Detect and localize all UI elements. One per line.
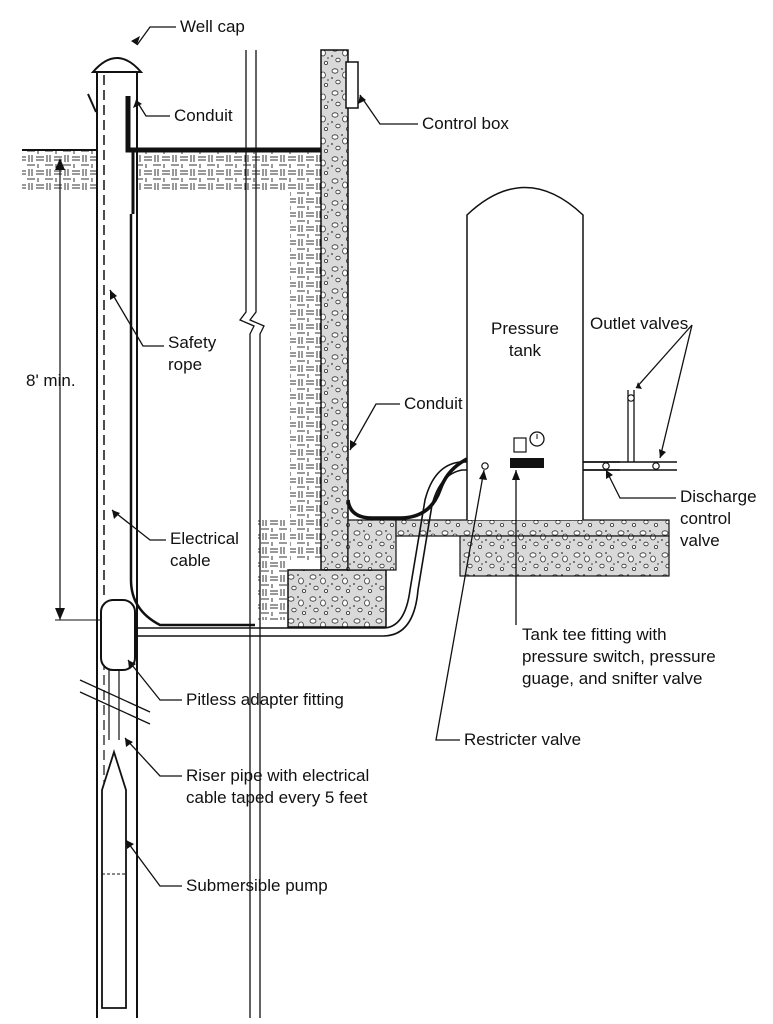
label-pressure-tank-line-1: Pressure	[490, 319, 560, 338]
label-safety-rope: Safety rope	[168, 332, 216, 376]
floor-slab	[395, 519, 670, 537]
depth-arrow-bottom	[55, 608, 65, 620]
label-tank-tee: Tank tee fitting with pressure switch, p…	[522, 624, 716, 690]
tank-tee	[510, 458, 544, 468]
leaders	[109, 26, 693, 887]
label-submersible-pump: Submersible pump	[186, 876, 328, 895]
arrowhead-tank-tee	[512, 470, 520, 480]
depth-arrow-top	[55, 158, 65, 170]
label-pressure-tank-line-2: tank	[508, 341, 542, 360]
ground-soil-right	[137, 150, 321, 192]
outlet-valve-right	[652, 462, 660, 470]
arrowhead-outlet-valve-right	[659, 449, 666, 458]
label-discharge-valve: Discharge control valve	[680, 486, 757, 552]
arrowhead-outlet-valve-top	[636, 382, 642, 389]
leader-outlet-valves-2	[659, 324, 693, 459]
label-well-cap: Well cap	[180, 17, 245, 36]
arrowhead-safety-rope	[110, 290, 117, 300]
label-min-depth: 8' min.	[26, 371, 76, 390]
leader-well-cap	[136, 26, 176, 46]
arrowhead-well-cap	[131, 36, 140, 45]
label-control-box: Control box	[422, 114, 509, 133]
leader-riser	[124, 737, 182, 777]
control-box	[345, 61, 359, 109]
floor-slab-thick	[459, 535, 670, 577]
leader-pump	[125, 839, 182, 887]
restricter-valve	[481, 462, 489, 470]
label-tank-tee-line-2: pressure switch, pressure	[522, 647, 716, 666]
break-line-2	[248, 50, 265, 1018]
arrowhead-control-box	[358, 95, 366, 104]
label-discharge-line-2: control	[680, 509, 732, 528]
leader-safety-rope	[109, 289, 164, 347]
label-conduit-mid: Conduit	[404, 394, 463, 413]
label-tank-tee-line-1: Tank tee fitting with	[522, 625, 667, 644]
arrowhead-pitless	[128, 660, 136, 669]
leader-restricter	[435, 469, 485, 741]
casing-break-1	[79, 679, 151, 713]
pitless-adapter	[100, 599, 136, 671]
break-line	[238, 50, 255, 1018]
well-cap-tab	[87, 93, 97, 113]
label-riser-pipe-line-2: cable taped every 5 feet	[186, 788, 368, 807]
electrical-cable	[129, 214, 255, 627]
arrowhead-riser	[125, 738, 133, 747]
label-electrical-cable-line-2: cable	[170, 551, 211, 570]
arrowhead-conduit-mid	[350, 440, 357, 450]
arrowhead-electrical-cable	[112, 510, 120, 519]
label-safety-rope-line-2: rope	[168, 355, 203, 374]
pressure-tank	[466, 186, 584, 520]
foundation-wall	[320, 49, 349, 571]
wall-soil	[290, 190, 321, 560]
label-riser-pipe: Riser pipe with electrical cable taped e…	[186, 765, 369, 809]
outlet-valve-top	[627, 394, 635, 402]
label-electrical-cable: Electrical cable	[170, 528, 239, 572]
leader-outlet-valves-1	[635, 324, 693, 389]
label-restricter-valve: Restricter valve	[464, 730, 582, 749]
leader-discharge	[605, 469, 676, 499]
leader-electrical-cable	[111, 509, 166, 541]
water-line	[135, 461, 620, 629]
arrowhead-discharge	[606, 470, 613, 479]
arrowhead-conduit-top	[133, 100, 142, 108]
pressure-switch	[513, 437, 527, 453]
arrowhead-restricter	[479, 470, 487, 480]
casing-break-2	[79, 691, 151, 725]
water-line-2	[135, 469, 620, 637]
label-discharge-line-1: Discharge	[680, 487, 757, 506]
label-pressure-tank: Pressure tank	[488, 318, 562, 362]
arrowhead-pump	[126, 840, 134, 849]
label-conduit-top: Conduit	[174, 106, 233, 125]
submersible-pump	[101, 749, 127, 1009]
leader-control-box	[359, 94, 418, 125]
leader-conduit-top	[135, 99, 170, 117]
leader-heads	[110, 36, 666, 849]
label-tank-tee-line-3: guage, and snifter valve	[522, 669, 703, 688]
discharge-valve	[602, 462, 610, 470]
label-riser-pipe-line-1: Riser pipe with electrical	[186, 766, 370, 785]
leader-conduit-mid	[349, 403, 400, 451]
label-safety-rope-line-1: Safety	[168, 333, 217, 352]
label-discharge-line-3: valve	[680, 531, 720, 550]
footing	[287, 569, 387, 628]
label-electrical-cable-line-1: Electrical	[170, 529, 239, 548]
label-outlet-valves: Outlet valves	[590, 314, 689, 333]
floor-slab-left	[347, 519, 397, 571]
well-cap	[90, 57, 144, 73]
label-pitless-adapter: Pitless adapter fitting	[186, 690, 344, 709]
leader-pitless	[127, 659, 182, 701]
footing-soil	[258, 520, 288, 620]
